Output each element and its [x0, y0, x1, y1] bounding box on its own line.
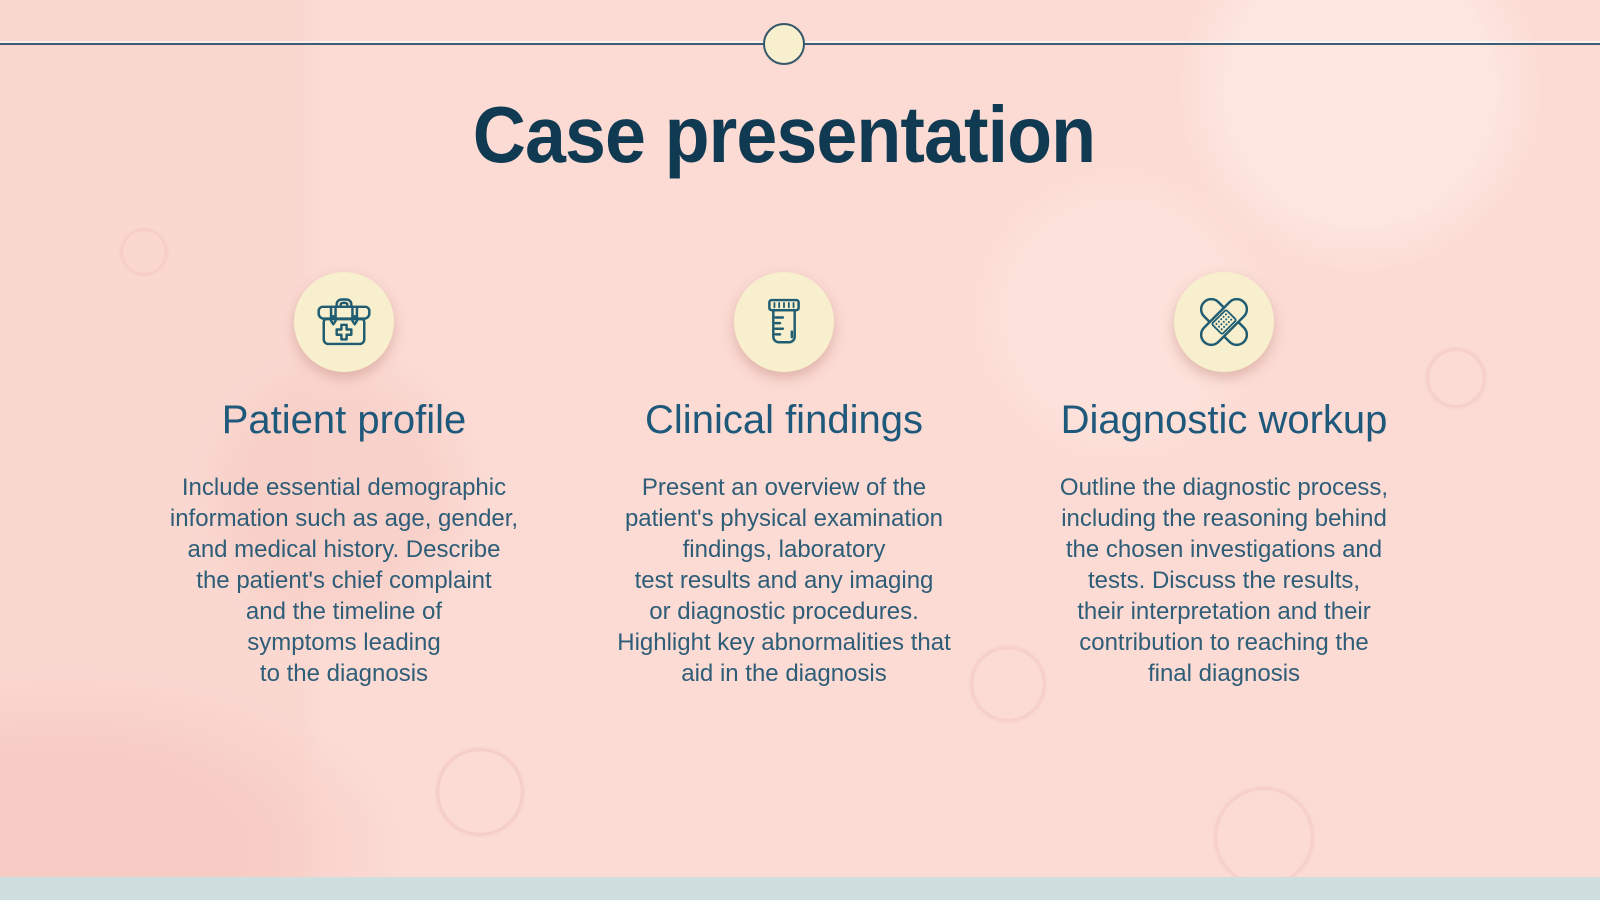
page-title: Case presentation	[472, 90, 1096, 179]
specimen-cup-icon	[768, 298, 800, 344]
column-heading: Patient profile	[221, 398, 467, 442]
column-body: Include essential demographic informatio…	[169, 474, 519, 687]
icon-badge-patient-profile	[294, 272, 394, 372]
columns-container: Patient profile Include essential demogr…	[124, 272, 1444, 689]
column-heading: Diagnostic workup	[1060, 398, 1388, 442]
column-clinical-findings: Clinical findings Present an overview of…	[564, 272, 1004, 689]
slide-content: Case presentation Pat	[124, 0, 1444, 689]
column-diagnostic-workup: Diagnostic workup Outline the diagnostic…	[1004, 272, 1444, 689]
icon-badge-diagnostic-workup	[1174, 272, 1274, 372]
icon-badge-clinical-findings	[734, 272, 834, 372]
crossed-bandages-icon	[1199, 297, 1249, 347]
divider-circle-ornament	[763, 23, 805, 65]
first-aid-bag-icon	[317, 298, 371, 346]
column-heading: Clinical findings	[645, 398, 923, 442]
column-patient-profile: Patient profile Include essential demogr…	[124, 272, 564, 689]
bottom-accent-bar	[0, 877, 1600, 900]
column-body: Present an overview of the patient's phy…	[617, 474, 951, 687]
column-body: Outline the diagnostic process, includin…	[1059, 474, 1389, 687]
